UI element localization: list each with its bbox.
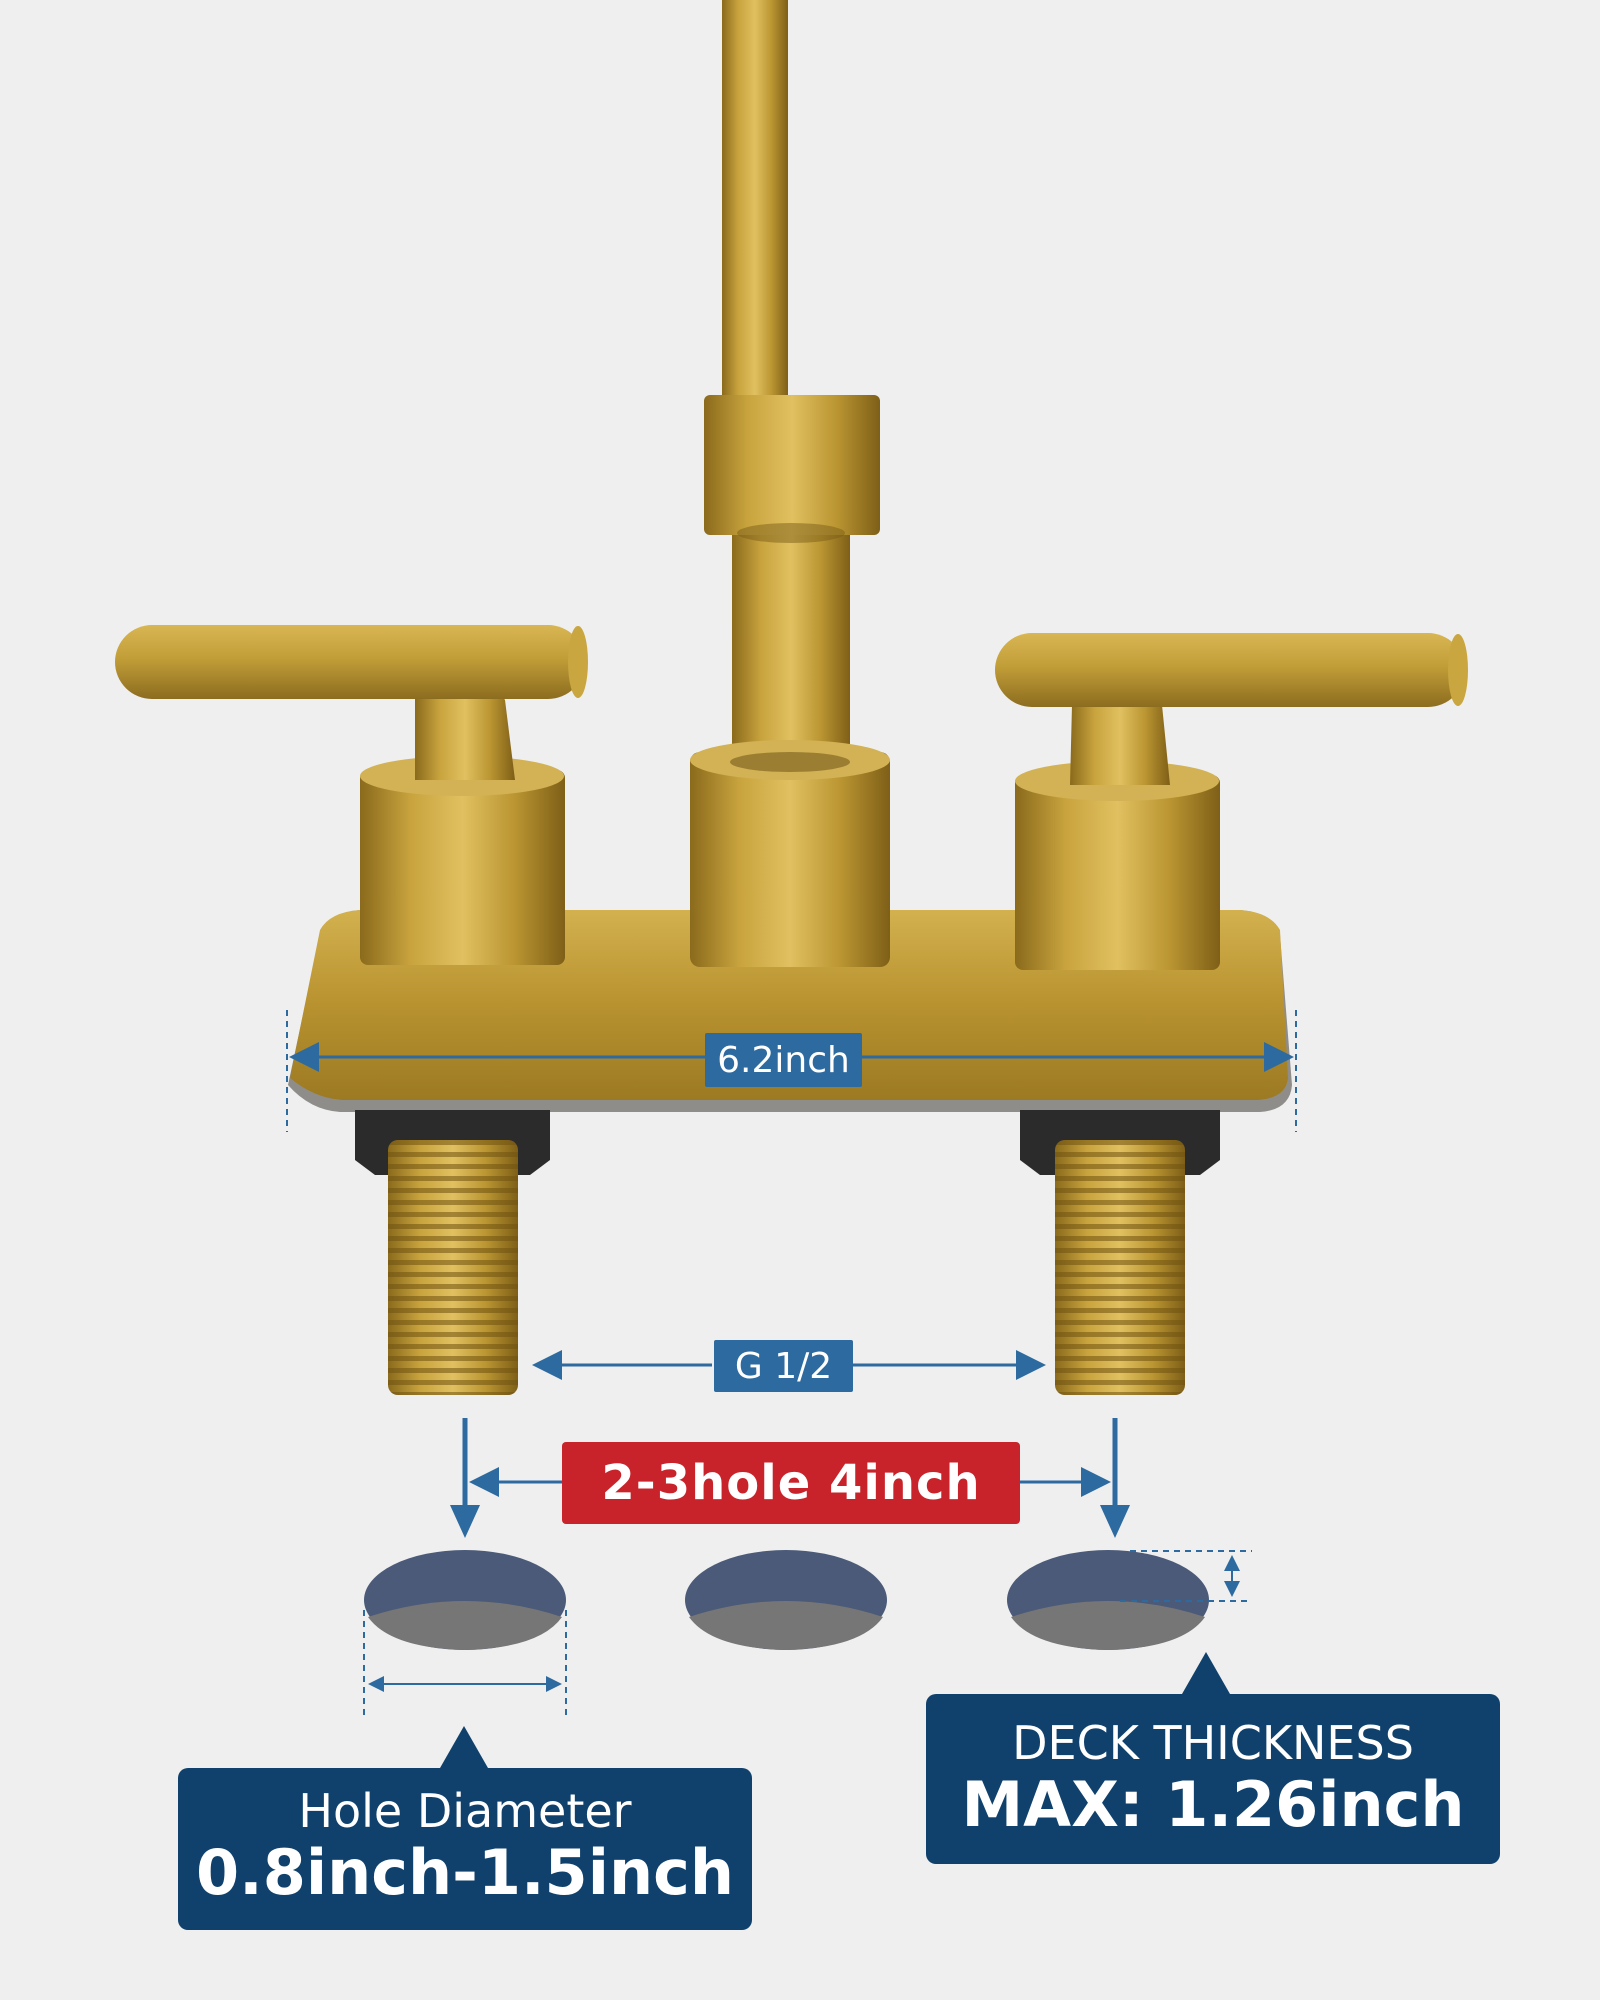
thread-label: G 1/2 bbox=[714, 1340, 853, 1392]
hole-diameter-value: 0.8inch-1.5inch bbox=[196, 1835, 734, 1909]
center-body-icon bbox=[690, 740, 890, 967]
spacing-label: 2-3hole 4inch bbox=[562, 1442, 1020, 1524]
right-handle-icon bbox=[995, 633, 1468, 970]
hole-diameter-dimension-line bbox=[363, 1610, 567, 1718]
down-arrow-icon bbox=[450, 1418, 1130, 1538]
left-handle-icon bbox=[115, 625, 588, 965]
hole-icon bbox=[364, 1550, 566, 1650]
hole-diameter-callout: Hole Diameter 0.8inch-1.5inch bbox=[178, 1726, 752, 1930]
width-dimension-line bbox=[286, 1010, 1297, 1132]
hole-icon bbox=[1007, 1550, 1209, 1650]
width-label: 6.2inch bbox=[705, 1033, 862, 1087]
deck-thickness-callout: DECK THICKNESS MAX: 1.26inch bbox=[926, 1652, 1500, 1864]
spout-icon bbox=[704, 0, 880, 755]
left-shank-icon bbox=[355, 1110, 550, 1395]
deck-thickness-title: DECK THICKNESS bbox=[1012, 1716, 1414, 1770]
deck-thickness-dimension-line bbox=[1120, 1550, 1252, 1602]
deck-thickness-value: MAX: 1.26inch bbox=[961, 1767, 1465, 1841]
hole-icon bbox=[685, 1550, 887, 1650]
right-shank-icon bbox=[1020, 1110, 1220, 1395]
hole-diameter-title: Hole Diameter bbox=[298, 1784, 632, 1838]
